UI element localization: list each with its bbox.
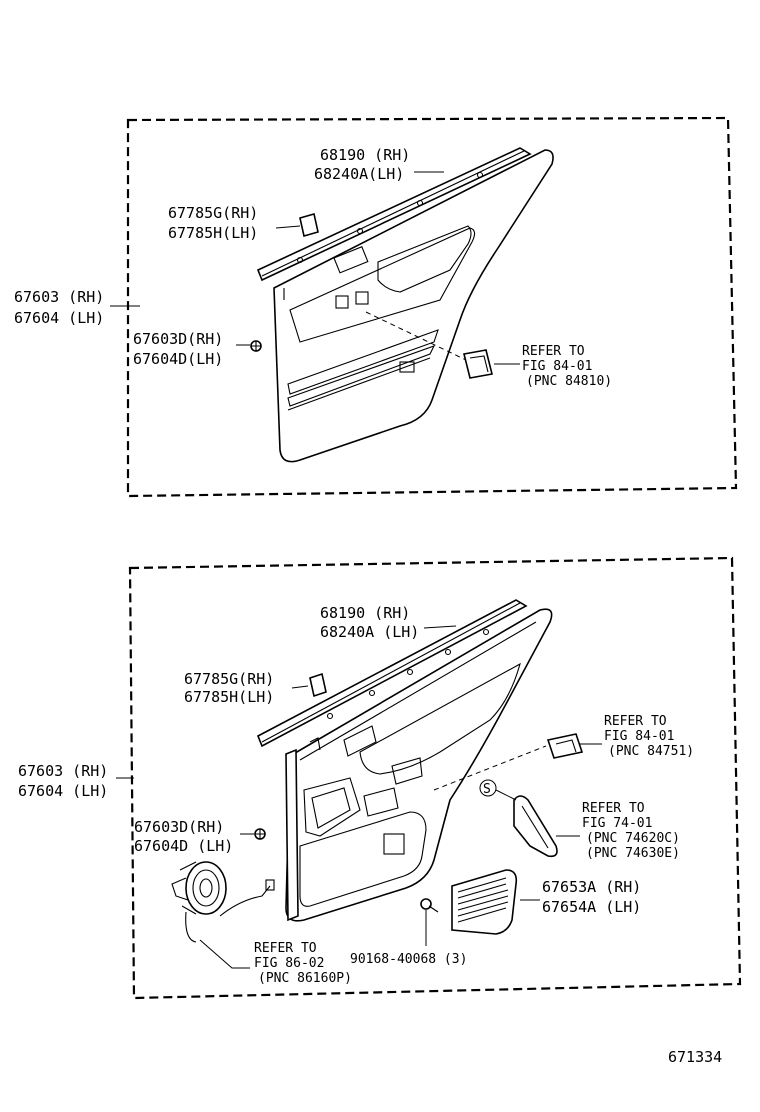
upper-leader-lines: [110, 171, 520, 365]
lower-grille-lh-label: 67654A (LH): [542, 898, 641, 916]
lower-board-lh-label: 67604 (LH): [18, 782, 108, 800]
lower-clip-g-rh-label: 67785G(RH): [184, 670, 274, 688]
lower-assembly: S: [18, 556, 742, 1000]
lower-ref-speaker-line3: (PNC 86160P): [258, 971, 352, 986]
lower-ref-handle-line2: FIG 74-01: [582, 816, 652, 831]
lower-weatherstrip-lh-label: 68240A (LH): [320, 623, 419, 641]
lower-door-trim-board-part: [285, 608, 553, 922]
lower-speaker-grille-part: [451, 869, 518, 935]
lower-ref-speaker-line1: REFER TO: [254, 941, 317, 956]
lower-weatherstrip-part: [256, 599, 528, 748]
upper-ref-line1: REFER TO: [522, 344, 585, 359]
lower-clip-d-part: [254, 828, 266, 840]
lower-clip-d-lh-label: 67604D (LH): [134, 837, 233, 855]
upper-clip-g-lh-label: 67785H(LH): [168, 224, 258, 242]
upper-clip-d-part: [250, 340, 262, 352]
screw-symbol-letter: S: [483, 782, 491, 797]
upper-board-rh-label: 67603 (RH): [14, 288, 104, 306]
upper-window-switch-part: [463, 349, 493, 379]
lower-ref-switch-line1: REFER TO: [604, 714, 667, 729]
lower-ref-handle-line3: (PNC 74620C): [586, 831, 680, 846]
lower-screw-label: 90168-40068 (3): [350, 952, 467, 967]
upper-clip-d-lh-label: 67604D(LH): [133, 350, 223, 368]
lower-leader-lines: [116, 625, 602, 969]
lower-screw-part: [420, 898, 439, 913]
upper-clip-d-rh-label: 67603D(RH): [133, 330, 223, 348]
lower-ref-speaker-line2: FIG 86-02: [254, 956, 324, 971]
lower-ref-switch-line3: (PNC 84751): [608, 744, 694, 759]
upper-door-trim-board-part: [273, 149, 554, 463]
upper-assembly: 68190 (RH) 68240A(LH) 67785G(RH) 67785H(…: [14, 116, 738, 498]
lower-ref-switch-line2: FIG 84-01: [604, 729, 674, 744]
lower-weatherstrip-rh-label: 68190 (RH): [320, 604, 410, 622]
upper-board-lh-label: 67604 (LH): [14, 309, 104, 327]
upper-ref-line3: (PNC 84810): [526, 374, 612, 389]
lower-grille-rh-label: 67653A (RH): [542, 878, 641, 896]
lower-ref-handle-line1: REFER TO: [582, 801, 645, 816]
lower-board-rh-label: 67603 (RH): [18, 762, 108, 780]
lower-dashed-frame: [128, 556, 742, 1000]
lower-ref-handle-line4: (PNC 74630E): [586, 846, 680, 861]
upper-ref-line2: FIG 84-01: [522, 359, 592, 374]
lower-pull-handle-part: [513, 795, 558, 858]
lower-screw-symbol: S: [479, 779, 497, 797]
upper-weatherstrip-part: [256, 147, 532, 282]
lower-speaker-part: [171, 861, 275, 943]
upper-dashed-frame: [126, 116, 738, 498]
upper-weatherstrip-rh-label: 68190 (RH): [320, 146, 410, 164]
figure-code: 671334: [668, 1048, 722, 1066]
upper-clip-g-rh-label: 67785G(RH): [168, 204, 258, 222]
upper-weatherstrip-lh-label: 68240A(LH): [314, 165, 404, 183]
lower-clip-d-rh-label: 67603D(RH): [134, 818, 224, 836]
lower-clip-g-lh-label: 67785H(LH): [184, 688, 274, 706]
upper-clip-g-part: [299, 212, 319, 238]
lower-clip-g-part: [309, 672, 327, 698]
lower-window-switch-part: [546, 733, 584, 759]
